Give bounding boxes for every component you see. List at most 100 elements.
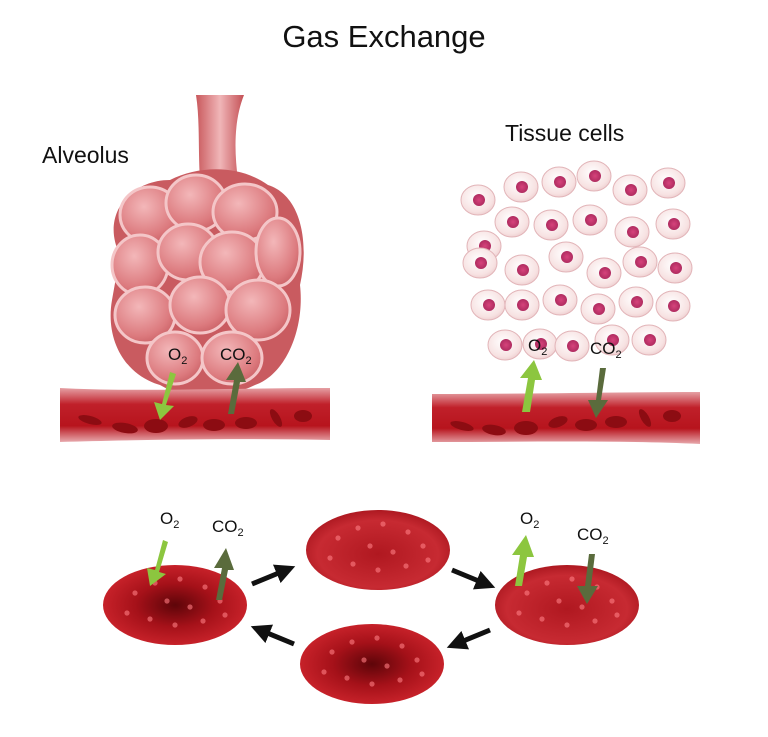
- rbc-speckle: [132, 590, 138, 596]
- cell-nucleus: [627, 226, 639, 238]
- rbc-speckle: [544, 580, 550, 586]
- rbc-speckle: [344, 675, 350, 681]
- cell-nucleus: [625, 184, 637, 196]
- cell-nucleus: [554, 176, 566, 188]
- rbc-speckle: [327, 555, 333, 561]
- cell-nucleus: [663, 177, 675, 189]
- rbc-speckle: [361, 657, 367, 663]
- cell-nucleus: [607, 334, 619, 346]
- cell-nucleus: [561, 251, 573, 263]
- rbc-speckle: [524, 590, 530, 596]
- cell-nucleus: [567, 340, 579, 352]
- cell-nucleus: [546, 219, 558, 231]
- rbc-speckle: [609, 598, 615, 604]
- rbc-right-o2-label: O2: [520, 509, 539, 531]
- rbc-speckle: [419, 671, 425, 677]
- rbc-speckle: [202, 584, 208, 590]
- cell-nucleus: [535, 338, 547, 350]
- cycle-arrow-top-to-right: [451, 567, 496, 590]
- rbc-speckle: [592, 618, 598, 624]
- alveolus: [110, 95, 304, 397]
- cell-nucleus: [555, 294, 567, 306]
- rbc-speckle: [350, 561, 356, 567]
- rbc-speckle: [200, 618, 206, 624]
- rbc-speckle: [414, 657, 420, 663]
- rbc-speckle: [222, 612, 228, 618]
- rbc-speckle: [539, 616, 545, 622]
- rbc-speckle: [425, 557, 431, 563]
- rbc-speckle: [369, 681, 375, 687]
- alveolus-co2-arrow: [226, 362, 246, 414]
- cell-nucleus: [635, 256, 647, 268]
- rbc-speckle: [349, 639, 355, 645]
- cell-nucleus: [593, 303, 605, 315]
- rbc-speckle: [556, 598, 562, 604]
- rbc-speckle: [374, 635, 380, 641]
- rbc-speckle: [564, 622, 570, 628]
- rbc-speckle: [147, 616, 153, 622]
- bronchiole: [196, 95, 244, 180]
- rbc-speckle: [390, 549, 396, 555]
- cell-nucleus: [475, 257, 487, 269]
- cell-nucleus: [589, 170, 601, 182]
- rbc-speckle: [375, 567, 381, 573]
- rbc-right-o2-arrow: [512, 535, 534, 586]
- alveolus-label: Alveolus: [42, 142, 129, 168]
- cell-nucleus: [507, 216, 519, 228]
- rbc-right-co2-arrow: [577, 554, 598, 604]
- rbc-speckle: [172, 622, 178, 628]
- cell-nucleus: [473, 194, 485, 206]
- cell-nucleus: [670, 262, 682, 274]
- rbc-speckle: [516, 610, 522, 616]
- cell-nucleus: [517, 299, 529, 311]
- rbc-left-o2-arrow: [147, 540, 168, 586]
- rbc-speckle: [399, 643, 405, 649]
- rbc-speckle: [187, 604, 193, 610]
- rbc-left-co2-label: CO2: [212, 517, 244, 539]
- rbc-speckle: [321, 669, 327, 675]
- cycle-arrow-right-to-bottom: [446, 627, 491, 650]
- rbc-speckle: [403, 563, 409, 569]
- tissue-o2-label: O2: [528, 336, 547, 358]
- alveolus-o2-label: O2: [168, 345, 187, 367]
- rbc-right-co2-label: CO2: [577, 525, 609, 547]
- rbc-left-o2-label: O2: [160, 509, 179, 531]
- rbc-speckle: [614, 612, 620, 618]
- cell-nucleus: [500, 339, 512, 351]
- rbc-speckle: [124, 610, 130, 616]
- rbc-speckle: [367, 543, 373, 549]
- capillary-left: [60, 388, 330, 442]
- rbc-speckle: [397, 677, 403, 683]
- rbc-speckle: [405, 529, 411, 535]
- rbc-right: [495, 565, 639, 645]
- cell-nucleus: [599, 267, 611, 279]
- cycle-arrow-left-to-top: [251, 564, 296, 587]
- rbc-left-co2-arrow: [214, 548, 234, 600]
- cell-nucleus: [668, 300, 680, 312]
- rbc-speckle: [579, 604, 585, 610]
- alveolus-co2-label: CO2: [220, 345, 252, 367]
- rbc-top: [306, 510, 450, 590]
- cell-nucleus: [644, 334, 656, 346]
- rbc-speckle: [569, 576, 575, 582]
- capillary-right: [432, 392, 700, 444]
- cycle-arrow-bottom-to-left: [250, 624, 295, 647]
- cell-nucleus: [585, 214, 597, 226]
- cell-nucleus: [631, 296, 643, 308]
- tissue-co2-arrow: [588, 368, 608, 418]
- cell-nucleus: [668, 218, 680, 230]
- rbc-speckle: [335, 535, 341, 541]
- cell-nucleus: [517, 264, 529, 276]
- rbc-speckle: [164, 598, 170, 604]
- rbc-speckle: [380, 521, 386, 527]
- tissue-o2-arrow: [520, 360, 542, 412]
- cell-nucleus: [483, 299, 495, 311]
- cell-nucleus: [516, 181, 528, 193]
- rbc-speckle: [177, 576, 183, 582]
- rbc-bottom: [300, 624, 444, 704]
- alveolus-o2-arrow: [154, 372, 176, 420]
- rbc-speckle: [329, 649, 335, 655]
- diagram-title: Gas Exchange: [282, 19, 485, 54]
- tissue-cells: [460, 160, 693, 362]
